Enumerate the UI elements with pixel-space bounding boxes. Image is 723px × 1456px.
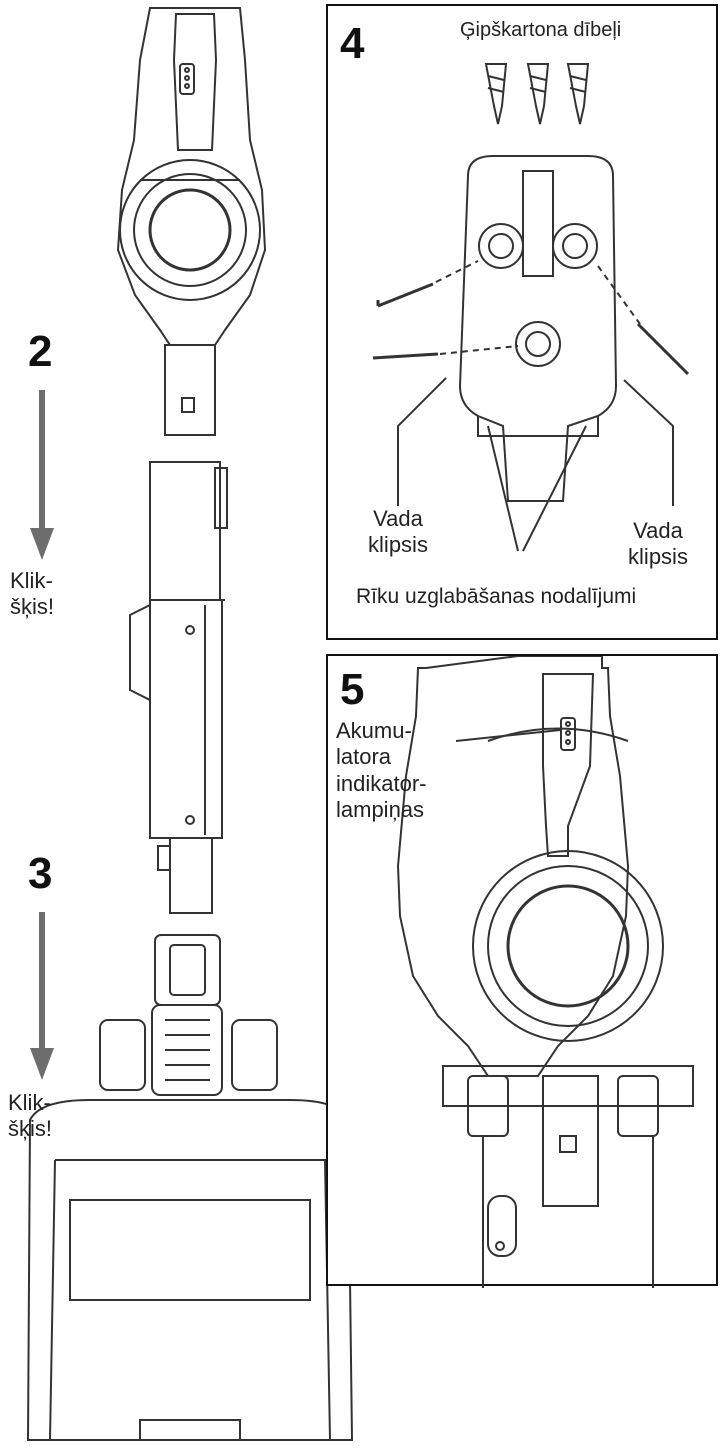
- cord-clip-left-line2: klipsis: [368, 532, 428, 558]
- click-label-step3-line2: šķis!: [8, 1116, 52, 1142]
- click-label-step3-line1: Klik-: [8, 1090, 51, 1115]
- click-label-step2-line1: Klik-: [10, 568, 53, 593]
- battery-label-line1: Akumu-: [336, 718, 412, 743]
- storage-label: Rīku uzglabāšanas nodalījumi: [356, 585, 637, 608]
- arrow-step3: [30, 912, 54, 1080]
- battery-label-line3: indikator-: [336, 770, 427, 796]
- cord-clip-left-label: Vada klipsis: [358, 506, 438, 559]
- arrow-step2: [30, 390, 54, 560]
- extension-tube: [129, 461, 228, 914]
- cord-clip-right-line2: klipsis: [628, 544, 688, 570]
- wall-bracket: [458, 155, 618, 502]
- click-label-step2: Klik- šķis!: [10, 568, 54, 621]
- click-label-step3: Klik- šķis!: [8, 1090, 52, 1143]
- step-number-5: 5: [340, 665, 365, 714]
- battery-label-line4: lampiņas: [336, 797, 425, 823]
- floor-head: [26, 934, 354, 1441]
- cord-clip-left-line1: Vada: [373, 506, 423, 531]
- dowels-label: Ģipškartona dībeļi: [460, 19, 622, 41]
- panel-step4: Ģipškartona dībeļi Vada klipsis Vada kli…: [326, 4, 718, 640]
- battery-indicator-label: Akumu- latora indikator- lampiņas: [336, 718, 426, 824]
- step-number-2: 2: [28, 327, 53, 376]
- step-number-4: 4: [340, 19, 365, 68]
- wall-mount-illustration: [372, 63, 690, 552]
- click-label-step2-line2: šķis!: [10, 594, 54, 620]
- dowel-icons: [484, 63, 590, 125]
- battery-label-line2: latora: [336, 744, 392, 770]
- panel-step5: Akumu- latora indikator- lampiņas: [326, 654, 718, 1288]
- battery-indicator-illustration: [396, 656, 694, 1288]
- cord-clip-right-line1: Vada: [633, 518, 683, 543]
- handheld-vacuum-top: [116, 7, 267, 436]
- cord-clip-right-label: Vada klipsis: [618, 518, 698, 571]
- step-number-3: 3: [28, 849, 53, 898]
